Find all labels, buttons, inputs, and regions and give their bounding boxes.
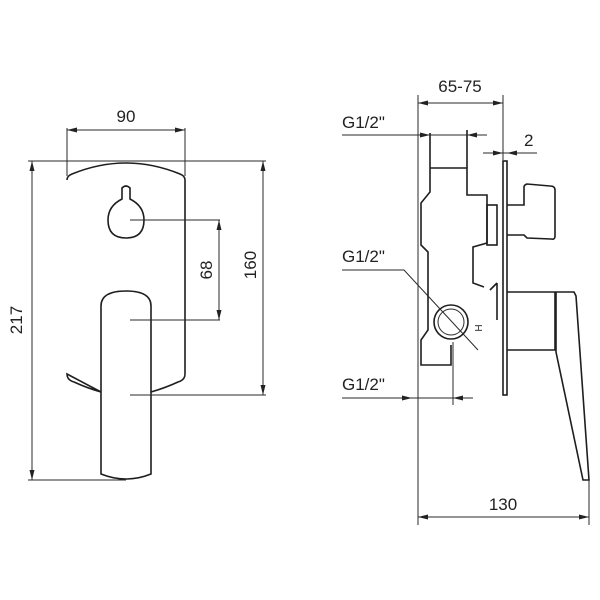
diverter-knob bbox=[107, 185, 145, 239]
mixer-handle-side bbox=[489, 282, 590, 481]
marker-h-label: H bbox=[474, 324, 485, 331]
depth-dimension-label: 65-75 bbox=[438, 77, 481, 96]
width-dimension-label: 90 bbox=[117, 107, 136, 126]
plate-thickness-label: 2 bbox=[524, 131, 533, 150]
front-view: 90 217 160 68 bbox=[7, 107, 266, 481]
wall-plate bbox=[502, 160, 508, 396]
thread-bottom-label: G1/2" bbox=[342, 375, 385, 394]
side-view: H 65-75 G1/2" 2 G1/2" G1/2" 130 bbox=[342, 77, 590, 525]
axis-distance-dimension-label: 68 bbox=[197, 261, 216, 280]
valve-body bbox=[420, 167, 488, 366]
thread-middle-label: G1/2" bbox=[342, 247, 385, 266]
thread-top-label: G1/2" bbox=[342, 113, 385, 132]
mixer-handle bbox=[100, 290, 152, 480]
plate-height-dimension-label: 160 bbox=[241, 251, 260, 279]
total-depth-dimension-label: 130 bbox=[489, 495, 517, 514]
inlet-port bbox=[433, 304, 469, 340]
diverter-knob-side bbox=[507, 183, 556, 240]
total-height-dimension-label: 217 bbox=[7, 306, 26, 334]
cover-plate bbox=[66, 162, 186, 393]
